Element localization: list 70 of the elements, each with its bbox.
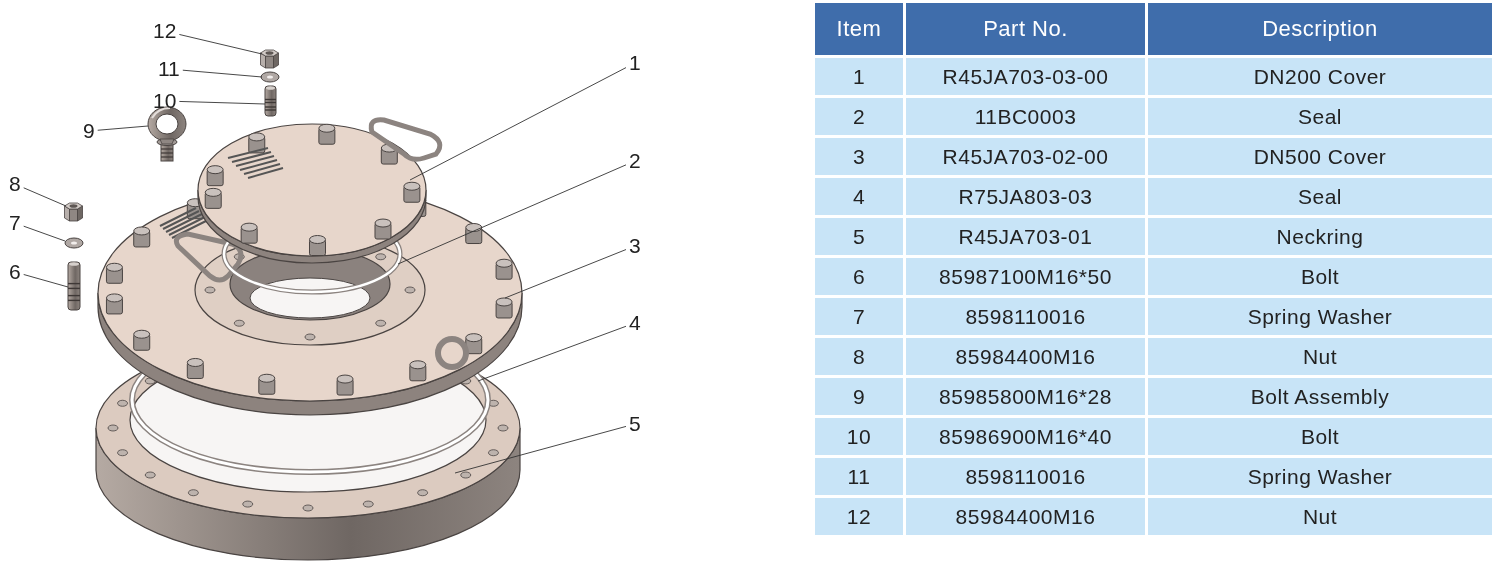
- leader-line: [23, 225, 66, 242]
- table-cell: DN500 Cover: [1146, 136, 1492, 177]
- table-cell: 7: [813, 296, 905, 337]
- table-cell: 9: [813, 376, 905, 417]
- eye-bolt-drawing: [147, 106, 187, 162]
- table-cell: 11: [813, 456, 905, 497]
- callout-number: 2: [626, 150, 644, 172]
- column-header: Item: [813, 1, 905, 57]
- table-cell: DN200 Cover: [1146, 56, 1492, 97]
- table-cell: Neckring: [1146, 216, 1492, 257]
- leader-line: [97, 125, 149, 131]
- table-cell: 2: [813, 96, 905, 137]
- leader-line: [504, 249, 627, 299]
- callout-number: 10: [150, 90, 180, 112]
- table-cell: 8598110016: [904, 456, 1147, 497]
- table-cell: Nut: [1146, 336, 1492, 377]
- leader-line: [182, 69, 263, 78]
- table-cell: 4: [813, 176, 905, 217]
- table-cell: Bolt: [1146, 256, 1492, 297]
- leader-line: [409, 67, 627, 181]
- table-cell: R45JA703-02-00: [904, 136, 1147, 177]
- table-cell: 85986900M16*40: [904, 416, 1147, 457]
- table-cell: Seal: [1146, 96, 1492, 137]
- callout-number: 4: [626, 312, 644, 334]
- table-cell: 1: [813, 56, 905, 97]
- table-cell: 85987100M16*50: [904, 256, 1147, 297]
- callout-number: 12: [150, 20, 180, 42]
- table-cell: 8598110016: [904, 296, 1147, 337]
- table-cell: 11BC0003: [904, 96, 1147, 137]
- table-cell: 85985800M16*28: [904, 376, 1147, 417]
- callout-number: 7: [6, 212, 24, 234]
- leader-line: [477, 325, 627, 382]
- leader-line: [454, 425, 627, 474]
- table-cell: 12: [813, 496, 905, 537]
- table-cell: Bolt Assembly: [1146, 376, 1492, 417]
- washer-drawing: [260, 71, 280, 83]
- table-cell: Spring Washer: [1146, 456, 1492, 497]
- leader-line: [397, 164, 627, 265]
- table-cell: R45JA703-03-00: [904, 56, 1147, 97]
- leader-line: [23, 187, 67, 207]
- callout-number: 6: [6, 261, 24, 283]
- table-cell: 8: [813, 336, 905, 377]
- table-cell: Nut: [1146, 496, 1492, 537]
- stud-bolt-drawing: [67, 261, 81, 311]
- table-cell: 6: [813, 256, 905, 297]
- washer-drawing: [64, 237, 84, 249]
- column-header: Part No.: [904, 1, 1147, 57]
- column-header: Description: [1146, 1, 1492, 57]
- table-cell: 10: [813, 416, 905, 457]
- table-cell: R45JA703-01: [904, 216, 1147, 257]
- callout-number: 11: [155, 58, 183, 80]
- table-cell: 85984400M16: [904, 336, 1147, 377]
- nut-drawing: [260, 49, 279, 69]
- leader-line: [178, 34, 263, 55]
- table-cell: 5: [813, 216, 905, 257]
- nut-drawing: [64, 202, 83, 222]
- table-cell: Spring Washer: [1146, 296, 1492, 337]
- table-cell: R75JA803-03: [904, 176, 1147, 217]
- callout-number: 9: [80, 120, 98, 142]
- callout-number: 8: [6, 173, 24, 195]
- leader-line: [178, 101, 266, 105]
- table-cell: 85984400M16: [904, 496, 1147, 537]
- stud-bolt-drawing: [264, 85, 277, 117]
- table-cell: Bolt: [1146, 416, 1492, 457]
- callout-number: 1: [626, 52, 644, 74]
- table-cell: Seal: [1146, 176, 1492, 217]
- callout-number: 3: [626, 235, 644, 257]
- callout-number: 5: [626, 413, 644, 435]
- leader-line: [23, 274, 69, 288]
- table-cell: 3: [813, 136, 905, 177]
